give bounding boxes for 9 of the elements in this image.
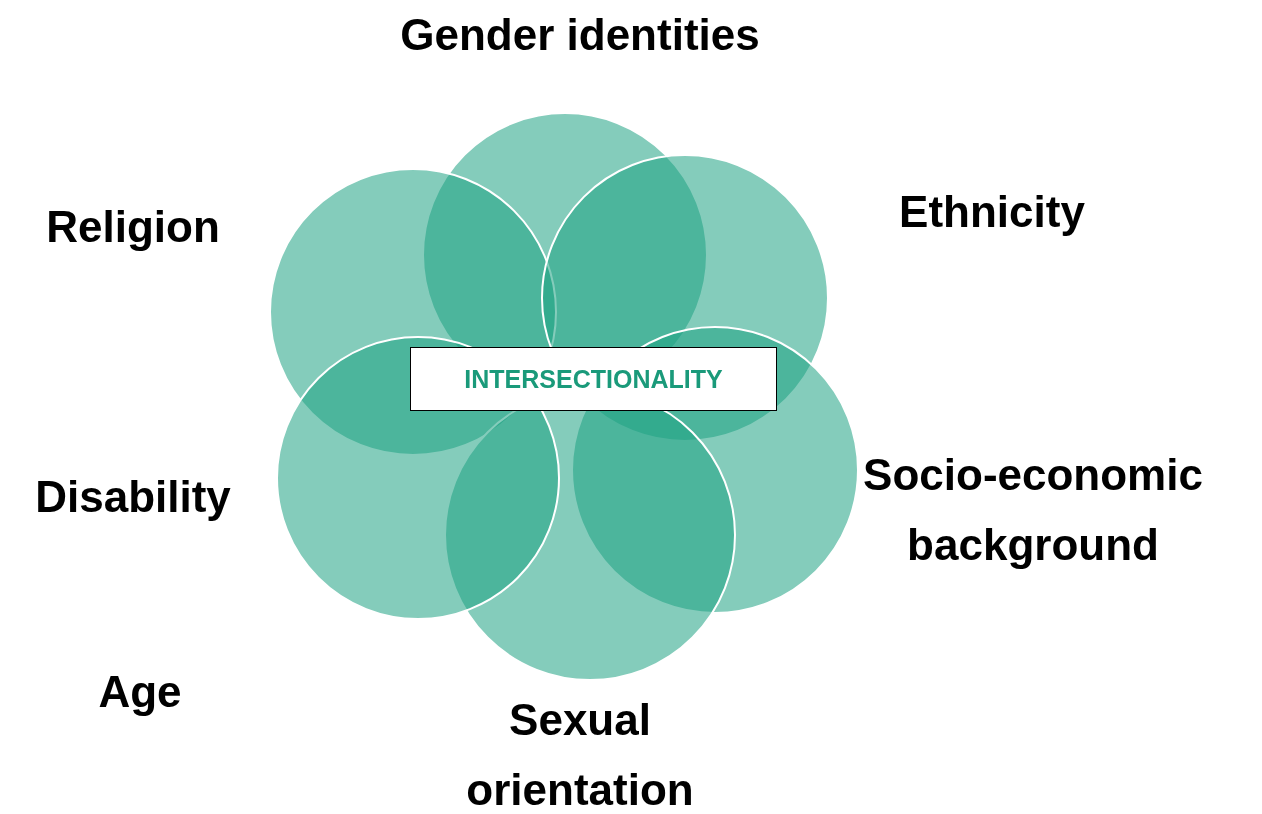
category-label: Disability xyxy=(34,471,232,523)
category-label: Religion xyxy=(45,201,221,253)
category-label: Socio-economic background xyxy=(862,449,1204,571)
category-label: Sexual orientation xyxy=(465,694,695,814)
category-label: Ethnicity xyxy=(898,186,1086,238)
category-label: Gender identities xyxy=(399,9,761,61)
category-label: Age xyxy=(97,666,183,718)
box-title: INTERSECTIONALITY xyxy=(464,364,723,394)
label-box xyxy=(410,347,777,411)
